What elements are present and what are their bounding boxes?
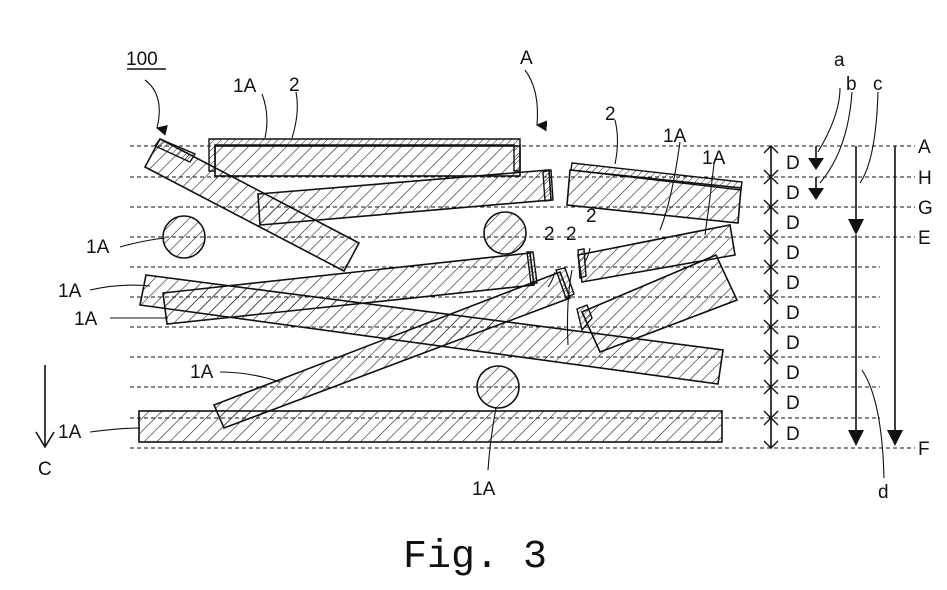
label-rod-4: 1A: [86, 237, 110, 258]
label-c: C: [38, 459, 52, 480]
level-labels: A H G E F: [918, 137, 933, 460]
label-rod-6: 1A: [74, 309, 98, 330]
label-coating-3: 2: [544, 224, 555, 245]
svg-text:D: D: [786, 303, 800, 324]
label-coating-5: 2: [586, 206, 597, 227]
label-rod-1: 1A: [233, 76, 257, 97]
label-rod-8: 1A: [58, 422, 82, 443]
rod-circle-bottom: [477, 366, 519, 408]
coating-second: [543, 170, 553, 201]
label-rod-3: 1A: [702, 148, 726, 169]
svg-text:c: c: [873, 74, 883, 95]
label-coating-4: 2: [566, 224, 577, 245]
svg-text:F: F: [918, 439, 930, 460]
direction-c-arrow: [36, 365, 54, 447]
rods: [139, 139, 741, 442]
label-rod-7: 1A: [190, 362, 214, 383]
d-labels: D D D D D D D D D D: [786, 153, 800, 445]
label-rod-5: 1A: [58, 281, 82, 302]
svg-text:D: D: [786, 213, 800, 234]
rod-circle-left: [163, 216, 205, 258]
label-arrow-a: A: [520, 48, 533, 69]
svg-text:D: D: [786, 243, 800, 264]
svg-text:G: G: [918, 198, 933, 219]
svg-text:D: D: [786, 393, 800, 414]
svg-text:a: a: [834, 50, 845, 71]
svg-text:D: D: [786, 183, 800, 204]
coating-right-small: [578, 249, 586, 278]
rod-circle-middle: [484, 212, 526, 254]
figure-caption: Fig. 3: [403, 535, 547, 580]
label-coating-2: 2: [605, 104, 616, 125]
svg-text:d: d: [878, 482, 889, 503]
svg-text:D: D: [786, 153, 800, 174]
rod-top: [215, 146, 520, 176]
label-100: 100: [126, 49, 158, 70]
label-coating-1: 2: [289, 75, 300, 96]
label-rod-2: 1A: [663, 126, 687, 147]
svg-text:D: D: [786, 273, 800, 294]
svg-text:D: D: [786, 363, 800, 384]
svg-text:D: D: [786, 424, 800, 445]
svg-text:b: b: [846, 74, 857, 95]
svg-text:H: H: [918, 168, 932, 189]
svg-text:E: E: [918, 228, 931, 249]
svg-text:A: A: [918, 137, 931, 158]
label-rod-9: 1A: [472, 479, 496, 500]
svg-text:D: D: [786, 333, 800, 354]
